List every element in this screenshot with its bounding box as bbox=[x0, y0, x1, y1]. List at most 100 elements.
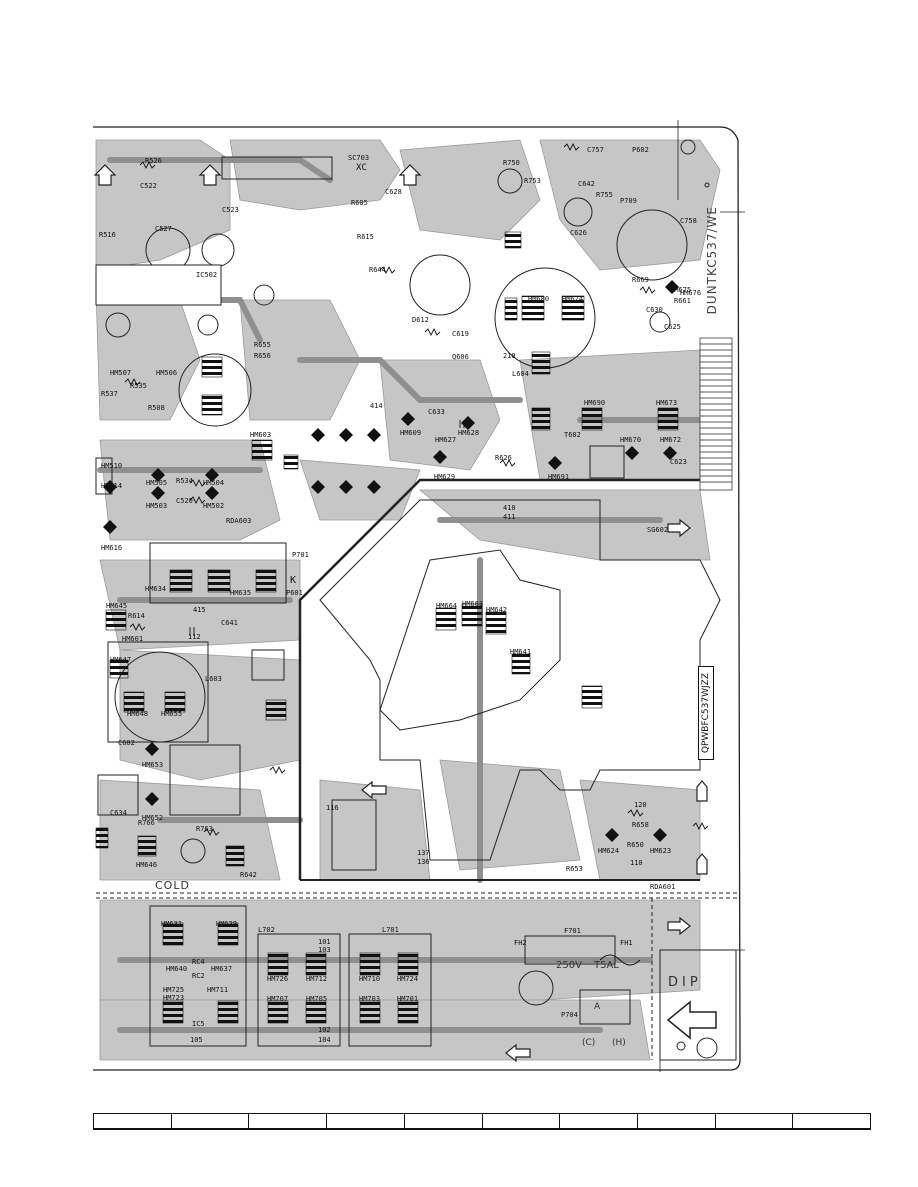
fuse-current-label: T5AL bbox=[594, 960, 619, 971]
jumper-label: HM712 bbox=[306, 975, 328, 983]
component-label: C642 bbox=[578, 180, 595, 188]
connector-label: RDA601 bbox=[650, 883, 676, 891]
copper-tracks bbox=[97, 157, 703, 1033]
connector-label: F701 bbox=[564, 927, 581, 935]
jumper-label: HM631 bbox=[161, 920, 183, 928]
direction-arrows bbox=[93, 164, 717, 1063]
jumper-label: HM505 bbox=[146, 479, 168, 487]
dip-label: DIP bbox=[668, 975, 702, 990]
track-number: 110 bbox=[630, 859, 643, 867]
connector-label: L702 bbox=[258, 926, 275, 934]
jumper-label: HM723 bbox=[163, 994, 185, 1002]
connector-label: L603 bbox=[205, 675, 222, 683]
footer-cell bbox=[483, 1114, 561, 1128]
jumper-label: HM629 bbox=[434, 473, 456, 481]
jumper-label: HM670 bbox=[620, 436, 642, 444]
component-label: C602 bbox=[118, 739, 135, 747]
part-number-label: QPWBFC537WJZZ bbox=[700, 672, 711, 754]
jumper-label: HM663 bbox=[462, 600, 484, 608]
component-label: C758 bbox=[680, 217, 697, 225]
connector-label: IC502 bbox=[196, 271, 218, 279]
component-label: R615 bbox=[357, 233, 374, 241]
connector-label: FH1 bbox=[620, 939, 633, 947]
jumper-label: HM673 bbox=[656, 399, 678, 407]
jumper-label: HM674 bbox=[562, 295, 584, 303]
jumper-label: HM641 bbox=[510, 648, 532, 656]
footer-cell bbox=[560, 1114, 638, 1128]
track-number: 105 bbox=[190, 1036, 203, 1044]
jumper-label: HM726 bbox=[267, 975, 289, 983]
footer-cell bbox=[638, 1114, 716, 1128]
component-label: R535 bbox=[130, 382, 147, 390]
component-outlines bbox=[95, 139, 737, 1061]
jumper-label: HM691 bbox=[548, 473, 570, 481]
jumper-label: HM616 bbox=[101, 544, 123, 552]
jumper-label: HM680 bbox=[528, 295, 550, 303]
jumper-label: HM672 bbox=[660, 436, 682, 444]
component-label: C520 bbox=[176, 497, 193, 505]
model-code-label: DUNTKC537/WE bbox=[705, 206, 719, 315]
component-label: C628 bbox=[385, 188, 402, 196]
jumper-label: HM623 bbox=[650, 847, 672, 855]
jumper-label: HM639 bbox=[216, 920, 238, 928]
jumper-label: HM601 bbox=[122, 635, 144, 643]
component-label: R763 bbox=[196, 825, 213, 833]
component-label: C757 bbox=[587, 146, 604, 154]
footer-cell bbox=[793, 1114, 872, 1128]
diamond-pads bbox=[103, 280, 679, 842]
component-label: R750 bbox=[503, 159, 520, 167]
component-label: C630 bbox=[646, 306, 663, 314]
connector-label: L604 bbox=[512, 370, 529, 378]
connector-label: T602 bbox=[564, 431, 581, 439]
component-label: R658 bbox=[632, 821, 649, 829]
connector-label: SG602 bbox=[647, 526, 669, 534]
track-number: 103 bbox=[318, 946, 331, 954]
component-label: R644 bbox=[369, 266, 386, 274]
track-number: 116 bbox=[326, 804, 339, 812]
track-number: 104 bbox=[318, 1036, 331, 1044]
isolation-lines bbox=[96, 892, 740, 1060]
jumper-label: HM646 bbox=[136, 861, 158, 869]
track-number: 414 bbox=[370, 402, 383, 410]
track-number: 410 bbox=[503, 504, 516, 512]
pad-blocks bbox=[95, 231, 679, 1024]
jumper-label: HM707 bbox=[267, 995, 289, 1003]
track-number: 136 bbox=[417, 858, 430, 866]
component-label: C626 bbox=[570, 229, 587, 237]
marker-xc: XC bbox=[356, 163, 367, 173]
jumper-label: HM645 bbox=[106, 602, 128, 610]
jumper-label: HM510 bbox=[101, 462, 123, 470]
connector-label: Q606 bbox=[452, 353, 469, 361]
component-label: R508 bbox=[148, 404, 165, 412]
jumper-label: HM647 bbox=[110, 656, 132, 664]
jumper-label: HM724 bbox=[397, 975, 419, 983]
jumper-label: HM603 bbox=[250, 431, 272, 439]
component-label: R626 bbox=[495, 454, 512, 462]
connector-label: P709 bbox=[620, 197, 637, 205]
fuse-voltage-label: 250V bbox=[556, 960, 582, 971]
component-label: R753 bbox=[524, 177, 541, 185]
track-number: 102 bbox=[318, 1026, 331, 1034]
component-label: R526 bbox=[145, 157, 162, 165]
connector-label: P602 bbox=[632, 146, 649, 154]
component-label: R755 bbox=[596, 191, 613, 199]
jumper-label: HM676 bbox=[680, 289, 702, 297]
jumper-label: HM711 bbox=[207, 986, 229, 994]
component-label: R655 bbox=[254, 341, 271, 349]
jumper-label: HM628 bbox=[458, 429, 480, 437]
jumper-label: HM624 bbox=[598, 847, 620, 855]
connector-label: P704 bbox=[561, 1011, 578, 1019]
component-label: R650 bbox=[627, 841, 644, 849]
jumper-label: HM701 bbox=[397, 995, 419, 1003]
jumper-label: HM635 bbox=[230, 589, 252, 597]
component-label: R669 bbox=[632, 276, 649, 284]
footer-cell bbox=[716, 1114, 794, 1128]
jumper-label: HM664 bbox=[436, 602, 458, 610]
connector-label: RC2 bbox=[192, 972, 205, 980]
jumper-label: HM637 bbox=[211, 965, 233, 973]
component-label: R614 bbox=[128, 612, 145, 620]
jumper-label: HM504 bbox=[203, 479, 225, 487]
component-label: C625 bbox=[664, 323, 681, 331]
jumper-label: HM642 bbox=[486, 606, 508, 614]
